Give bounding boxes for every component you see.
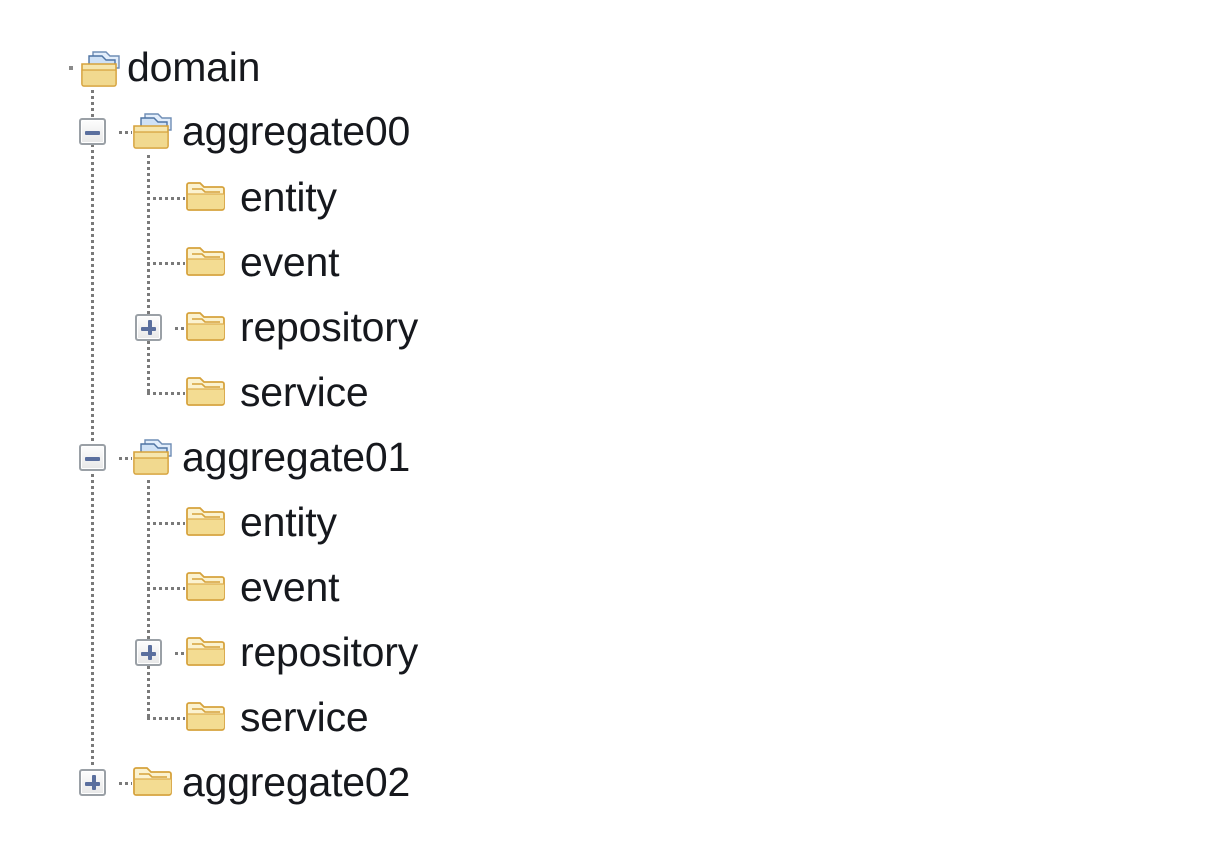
- guide-branch-aggregate02: [119, 782, 132, 785]
- tree-node-label: aggregate00: [182, 108, 411, 154]
- tree-node-label: service: [240, 369, 369, 415]
- collapse-toggle-aggregate00[interactable]: [79, 118, 106, 145]
- folder-icon: [185, 375, 227, 409]
- guide-branch-service-00: [147, 392, 185, 395]
- expand-toggle-aggregate00-repository[interactable]: [135, 314, 162, 341]
- package-icon: [80, 50, 126, 90]
- guide-branch-entity-00: [147, 197, 185, 200]
- expand-toggle-aggregate01-repository[interactable]: [135, 639, 162, 666]
- tree-node-label: event: [240, 564, 340, 610]
- root-stub-dot: [69, 66, 73, 70]
- tree-node-label: repository: [240, 304, 419, 350]
- guide-branch-service-01: [147, 717, 185, 720]
- folder-icon: [185, 180, 227, 214]
- guide-branch-aggregate00: [119, 131, 132, 134]
- guide-branch-repository-00: [175, 327, 187, 330]
- guide-branch-repository-01: [175, 652, 187, 655]
- folder-icon: [185, 570, 227, 604]
- guide-branch-entity-01: [147, 522, 185, 525]
- guide-branch-event-00: [147, 262, 185, 265]
- guide-line-aggregate00-children: [147, 155, 150, 393]
- folder-icon: [185, 505, 227, 539]
- tree-node-label: aggregate01: [182, 434, 411, 480]
- expand-toggle-aggregate02[interactable]: [79, 769, 106, 796]
- collapse-toggle-aggregate01[interactable]: [79, 444, 106, 471]
- folder-icon: [185, 700, 227, 734]
- tree-node-label: repository: [240, 629, 419, 675]
- package-icon: [132, 112, 178, 152]
- tree-node-label: aggregate02: [182, 759, 411, 805]
- folder-icon: [185, 635, 227, 669]
- package-icon: [132, 438, 178, 478]
- tree-node-label: service: [240, 694, 369, 740]
- folder-icon: [132, 765, 174, 799]
- guide-line-aggregate01-children: [147, 480, 150, 718]
- guide-line-level1: [91, 90, 94, 765]
- guide-branch-aggregate01: [119, 457, 132, 460]
- tree-node-label: domain: [127, 44, 261, 90]
- tree-node-label: entity: [240, 499, 337, 545]
- folder-icon: [185, 310, 227, 344]
- folder-icon: [185, 245, 227, 279]
- guide-branch-event-01: [147, 587, 185, 590]
- tree-node-label: entity: [240, 174, 337, 220]
- tree-node-label: event: [240, 239, 340, 285]
